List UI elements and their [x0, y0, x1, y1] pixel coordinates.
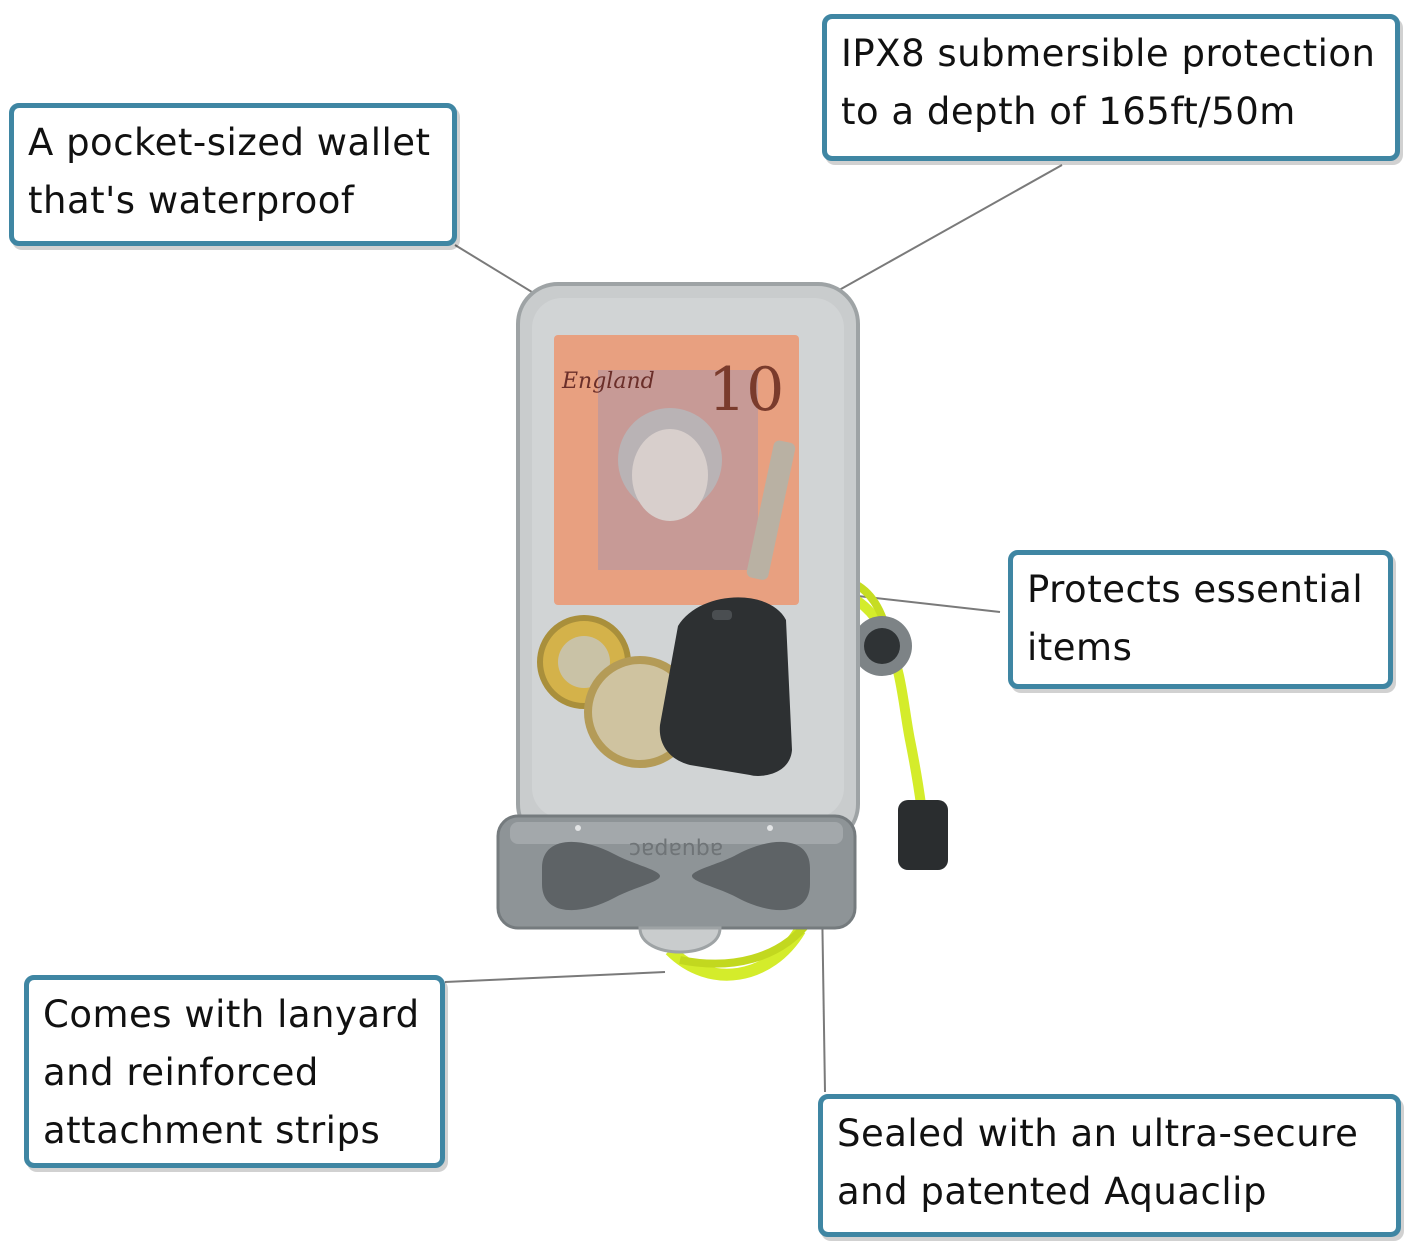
callout-ipx8-line2: to a depth of 165ft/50m: [841, 90, 1296, 133]
callout-ipx8: IPX8 submersible protection to a depth o…: [822, 14, 1400, 161]
attachment-strip: [638, 926, 722, 954]
callout-protects-line1: Protects essential: [1027, 568, 1364, 611]
leader-lanyard: [444, 971, 666, 983]
callout-pocket-wallet-line2: that's waterproof: [28, 179, 355, 222]
callout-lanyard-line2: and reinforced: [43, 1051, 319, 1094]
banknote-text: England: [561, 369, 655, 394]
banknote-denomination: 10: [708, 355, 784, 425]
brand-mark: aquapac: [629, 837, 723, 862]
callout-sealed: Sealed with an ultra-secure and patented…: [818, 1094, 1401, 1237]
cord-end-clip: [898, 800, 948, 870]
key-blade: [746, 440, 796, 580]
clip-lever-left: [542, 841, 660, 911]
leader-sealed: [821, 899, 826, 1093]
callout-lanyard: Comes with lanyard and reinforced attach…: [24, 975, 445, 1168]
callout-protects-line2: items: [1027, 626, 1133, 669]
waterproof-wallet-image: 10 England aquapac: [496, 282, 948, 981]
callout-lanyard-line1: Comes with lanyard: [43, 993, 420, 1036]
callout-pocket-wallet-line1: A pocket-sized wallet: [28, 121, 431, 164]
callout-sealed-line2: and patented Aquaclip: [837, 1170, 1267, 1213]
callout-ipx8-line1: IPX8 submersible protection: [841, 32, 1376, 75]
key-fob: [659, 597, 792, 776]
leader-ipx8: [799, 164, 1063, 313]
callout-sealed-line1: Sealed with an ultra-secure: [837, 1112, 1359, 1155]
callout-lanyard-line3: attachment strips: [43, 1109, 381, 1152]
clip-lever-right: [692, 841, 810, 911]
callout-pocket-wallet: A pocket-sized wallet that's waterproof: [9, 103, 457, 246]
leader-wallet: [454, 244, 546, 301]
callout-protects: Protects essential items: [1008, 550, 1393, 689]
